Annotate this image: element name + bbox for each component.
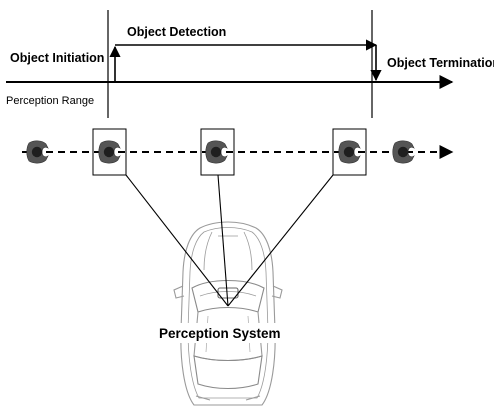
object-icon (26, 140, 49, 164)
timeline: Object Initiation Object Detection Objec… (6, 10, 494, 118)
perception-range-label: Perception Range (6, 95, 94, 107)
object-icon (98, 140, 121, 164)
detection-box (332, 128, 367, 176)
detection-box (200, 128, 235, 176)
perception-system-label: Perception System (159, 326, 281, 341)
detection-box (92, 128, 127, 176)
object-trajectory (22, 128, 454, 176)
sensor-fov-lines (125, 174, 334, 307)
fov-line-center (217, 174, 229, 307)
object-icon (205, 140, 228, 164)
object-termination-label: Object Termination (387, 56, 494, 70)
object-icon (338, 140, 361, 164)
fov-line-right (227, 174, 334, 307)
car-top-view (173, 221, 283, 406)
object-initiation-label: Object Initiation (10, 51, 104, 65)
label-halo (156, 323, 278, 343)
fov-line-left (125, 174, 229, 307)
object-detection-label: Object Detection (127, 25, 226, 39)
